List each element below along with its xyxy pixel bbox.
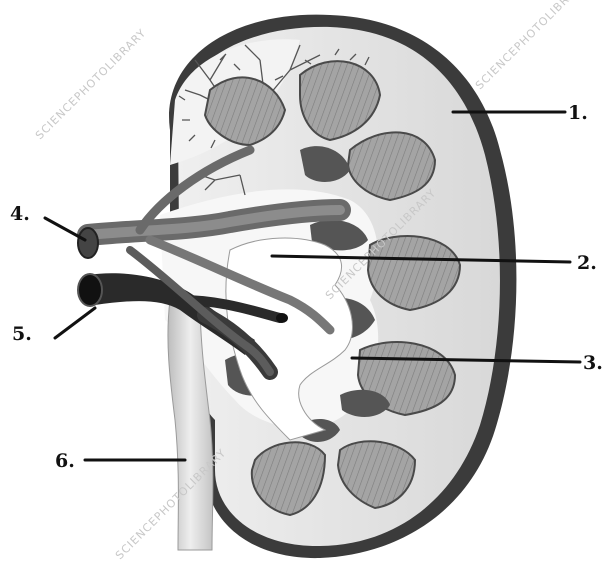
watermark: SCIENCEPHOTOLIBRARY — [473, 0, 589, 92]
label-6: 6. — [55, 450, 75, 472]
leader-line-5 — [55, 308, 95, 338]
label-4: 4. — [10, 203, 30, 225]
watermark: SCIENCEPHOTOLIBRARY — [33, 26, 149, 142]
label-2: 2. — [577, 252, 597, 274]
label-3: 3. — [583, 352, 603, 374]
label-1: 1. — [568, 102, 588, 124]
label-5: 5. — [12, 323, 32, 345]
